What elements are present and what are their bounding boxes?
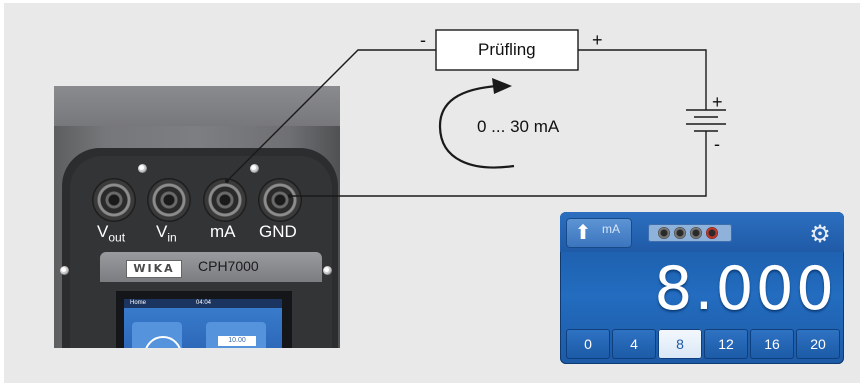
battery-minus: - <box>714 134 720 154</box>
gnd-jack <box>258 178 302 222</box>
gear-icon[interactable]: ⚙ <box>809 220 831 248</box>
battery-plus: + <box>712 92 723 112</box>
socket-dot-active <box>706 227 718 239</box>
calibrator-device: Vout Vin mA GND WIKA CPH7000 Home 04:04 … <box>50 86 342 348</box>
socket-dot <box>674 227 686 239</box>
jack-label-vout: Vout <box>97 222 126 245</box>
vout-jack <box>92 178 136 222</box>
preset-bar: 0 4 8 12 16 20 <box>564 329 842 361</box>
ma-jack <box>203 178 247 222</box>
mini-value: 10.00 <box>218 336 256 346</box>
wire-plus <box>578 49 707 110</box>
dut-box <box>435 29 579 71</box>
polarity-minus-left: - <box>420 30 426 50</box>
instrument-display: ⬆ mA ⚙ 8.000 0 4 8 12 16 20 <box>560 212 844 364</box>
preset-button[interactable]: 16 <box>750 329 794 359</box>
screw <box>250 164 259 173</box>
current-range-label: 0 ... 30 mA <box>477 117 560 136</box>
display-value: 8.000 <box>654 254 836 324</box>
mode-label: mA <box>602 222 620 236</box>
preset-button[interactable]: 4 <box>612 329 656 359</box>
current-flow-arrow <box>438 84 515 169</box>
wire-minus <box>226 49 436 182</box>
vin-jack <box>147 178 191 222</box>
socket-dot <box>690 227 702 239</box>
wire-terminal <box>225 179 229 183</box>
preset-button[interactable]: 20 <box>796 329 840 359</box>
dut-label: Prüfling <box>478 40 536 59</box>
screw <box>138 164 147 173</box>
polarity-plus-right: + <box>592 30 603 50</box>
measure-arrow-icon: ⬆ <box>574 222 592 244</box>
jack-label-ma: mA <box>210 222 236 241</box>
device-top <box>54 86 340 126</box>
mode-button[interactable]: ⬆ mA <box>566 218 632 248</box>
jack-label-vin: Vin <box>156 222 177 245</box>
preset-button[interactable]: 12 <box>704 329 748 359</box>
arrow-head <box>492 78 512 94</box>
mini-time: 04:04 <box>196 300 212 306</box>
wire-return <box>290 131 707 197</box>
preset-button-active[interactable]: 8 <box>658 329 702 359</box>
device-model: CPH7000 <box>198 258 259 274</box>
screw <box>60 266 69 275</box>
mini-status-bar <box>124 299 282 308</box>
screw <box>323 266 332 275</box>
preset-button[interactable]: 0 <box>566 329 610 359</box>
socket-dot <box>658 227 670 239</box>
brand-logo: WIKA <box>126 260 182 278</box>
mini-home-label: Home <box>130 300 147 306</box>
jack-label-gnd: GND <box>259 222 297 241</box>
connection-sockets-icon[interactable] <box>648 224 732 242</box>
wire-terminal <box>288 194 292 198</box>
